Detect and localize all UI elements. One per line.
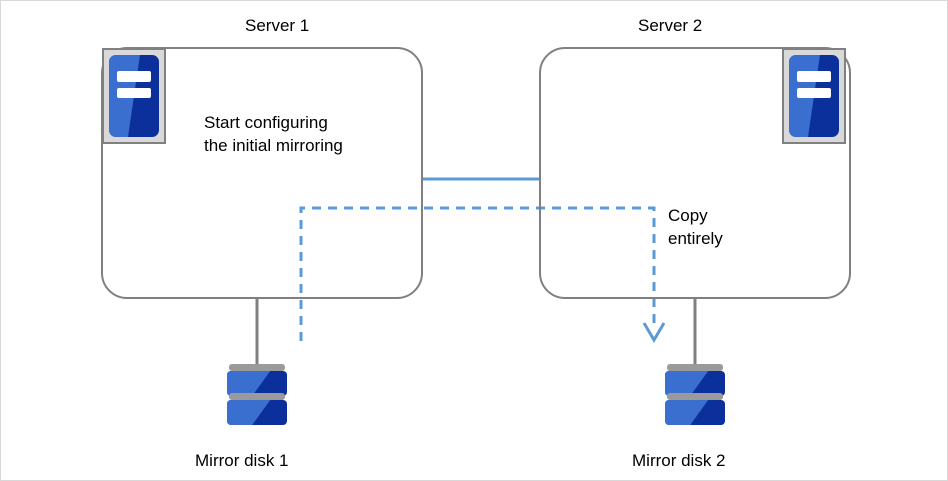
server1-box <box>101 47 423 299</box>
server-icon-bar-top <box>797 71 831 83</box>
server-icon-glyph <box>109 55 159 137</box>
mirror-disk-2-caption: Mirror disk 2 <box>632 451 726 470</box>
disk-platter-bottom <box>665 400 725 425</box>
server2-caption: Server 2 <box>638 16 703 35</box>
server-icon-glyph <box>789 55 839 137</box>
mirror-disk-1-caption: Mirror disk 1 <box>195 451 289 470</box>
disk-cap-top <box>667 364 723 371</box>
copy-entirely-label: Copy entirely <box>668 206 723 248</box>
disk-highlight <box>227 400 271 425</box>
copy-flow-path <box>299 206 656 341</box>
server1-body-text: Start configuring the initial mirroring <box>204 113 343 155</box>
disk-highlight <box>665 400 709 425</box>
mirror-disk-icon <box>227 364 287 426</box>
server-icon <box>782 48 846 144</box>
server-icon-bar-bottom <box>797 87 831 99</box>
disk-cap-middle <box>229 393 285 400</box>
server1-caption: Server 1 <box>245 16 310 35</box>
disk-cap-top <box>229 364 285 371</box>
disk-platter-bottom <box>227 400 287 425</box>
server-icon-bar-bottom <box>117 87 151 99</box>
disk-cap-middle <box>667 393 723 400</box>
disk-platter-top <box>227 371 287 396</box>
copy-flow-arrowhead <box>642 322 666 343</box>
disk-platter-top <box>665 371 725 396</box>
server-icon-bar-top <box>117 71 151 83</box>
mirror-disk-icon <box>665 364 725 426</box>
server2-box <box>539 47 851 299</box>
server-icon <box>102 48 166 144</box>
